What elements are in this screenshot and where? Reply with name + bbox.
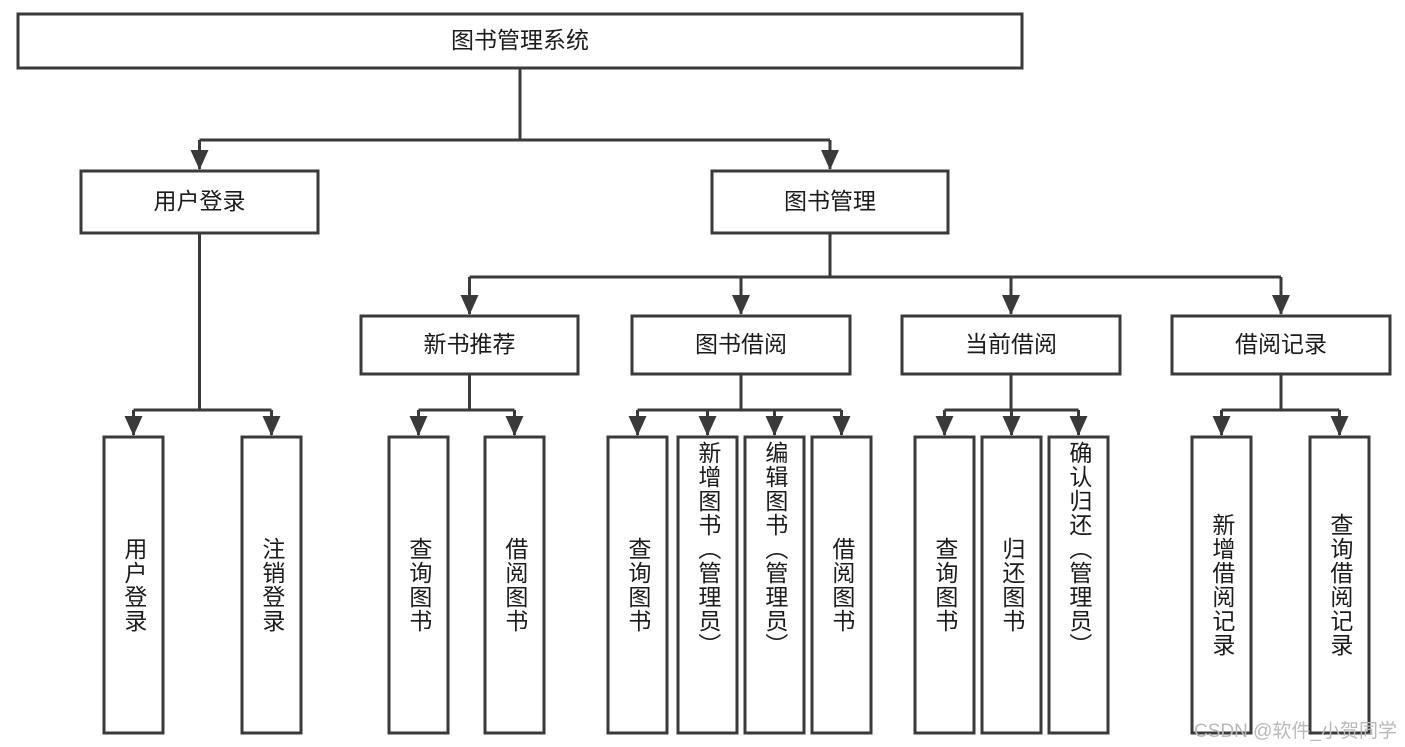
node-level3-0[interactable]: 新书推荐 [359,314,580,376]
arrow-head-icon [1002,416,1021,436]
leaf-label-container: 查询图书 [608,437,667,733]
arrow-head-icon [1330,416,1349,436]
leaf-node-10[interactable] [1047,435,1110,735]
leaf-node-4[interactable] [606,435,669,735]
leaf-node-12[interactable] [1308,435,1371,735]
arrow-head-icon [732,295,750,315]
leaf-node-3[interactable] [483,435,546,735]
leaf-label-container: 确认归还（管理员） [1049,437,1108,733]
connectors-layer [124,68,1349,436]
leaf-label: 归还图书 [998,537,1025,633]
leaf-label: 编辑图书（管理员） [761,441,788,657]
node-label: 图书管理 [784,188,876,214]
leaf-label: 借阅图书 [501,537,528,633]
leaf-label-container: 归还图书 [982,437,1041,733]
arrow-head-icon [190,150,209,170]
arrow-head-icon [460,295,479,315]
leaf-node-5[interactable] [676,435,739,735]
arrow-head-icon [832,416,851,436]
leaf-label-container: 查询借阅记录 [1310,437,1369,733]
node-label: 当前借阅 [965,331,1057,357]
arrow-head-icon [409,416,428,436]
leaf-node-6[interactable] [743,435,806,735]
leaf-label: 新增借阅记录 [1208,513,1235,657]
node-label: 图书管理系统 [451,27,589,53]
node-root-图书管理系统[interactable]: 图书管理系统 [16,12,1024,70]
leaf-label-container: 借阅图书 [485,437,544,733]
arrow-head-icon [698,416,717,436]
leaf-label-container: 编辑图书（管理员） [745,437,804,733]
arrow-head-icon [821,150,839,170]
arrow-head-icon [628,416,647,436]
leaf-label: 确认归还（管理员） [1065,441,1092,657]
arrow-head-icon [765,416,784,436]
arrow-head-icon [262,416,281,436]
arrow-head-icon [1069,416,1088,436]
arrow-head-icon [505,416,524,436]
node-label: 借阅记录 [1235,331,1327,357]
leaf-label: 用户登录 [120,537,147,633]
leaf-label-container: 新增借阅记录 [1192,437,1251,733]
leaf-node-7[interactable] [810,435,873,735]
leaf-label-container: 借阅图书 [812,437,871,733]
leaf-node-2[interactable] [387,435,450,735]
leaf-node-8[interactable] [913,435,976,735]
arrow-head-icon [935,416,954,436]
leaf-label-container: 注销登录 [242,437,301,733]
node-level2-1[interactable]: 图书管理 [710,169,950,235]
leaf-label: 借阅图书 [828,537,855,633]
leaf-label: 查询图书 [405,537,432,633]
leaf-label: 查询图书 [931,537,958,633]
leaf-node-1[interactable] [240,435,303,735]
leaf-label-container: 查询图书 [389,437,448,733]
leaf-label: 新增图书（管理员） [694,441,721,657]
node-level3-1[interactable]: 图书借阅 [630,314,852,376]
leaf-label: 查询图书 [624,537,651,633]
leaf-label-container: 查询图书 [915,437,974,733]
leaf-node-9[interactable] [980,435,1043,735]
leaf-label-container: 用户登录 [104,437,163,733]
node-label: 新书推荐 [424,331,516,357]
arrow-head-icon [1212,416,1231,436]
node-label: 用户登录 [154,188,246,214]
leaf-label: 查询借阅记录 [1326,513,1353,657]
node-level3-2[interactable]: 当前借阅 [900,314,1122,376]
leaf-label: 注销登录 [258,537,285,633]
node-level3-3[interactable]: 借阅记录 [1170,314,1392,376]
leaf-node-0[interactable] [102,435,165,735]
node-label: 图书借阅 [695,331,787,357]
arrow-head-icon [1002,295,1020,315]
arrow-head-icon [124,416,143,436]
arrow-head-icon [1272,295,1290,315]
leaf-label-container: 新增图书（管理员） [678,437,737,733]
node-level2-0[interactable]: 用户登录 [79,169,320,235]
watermark-text: CSDN @软件_小贺同学 [1194,721,1397,742]
leaf-node-11[interactable] [1190,435,1253,735]
